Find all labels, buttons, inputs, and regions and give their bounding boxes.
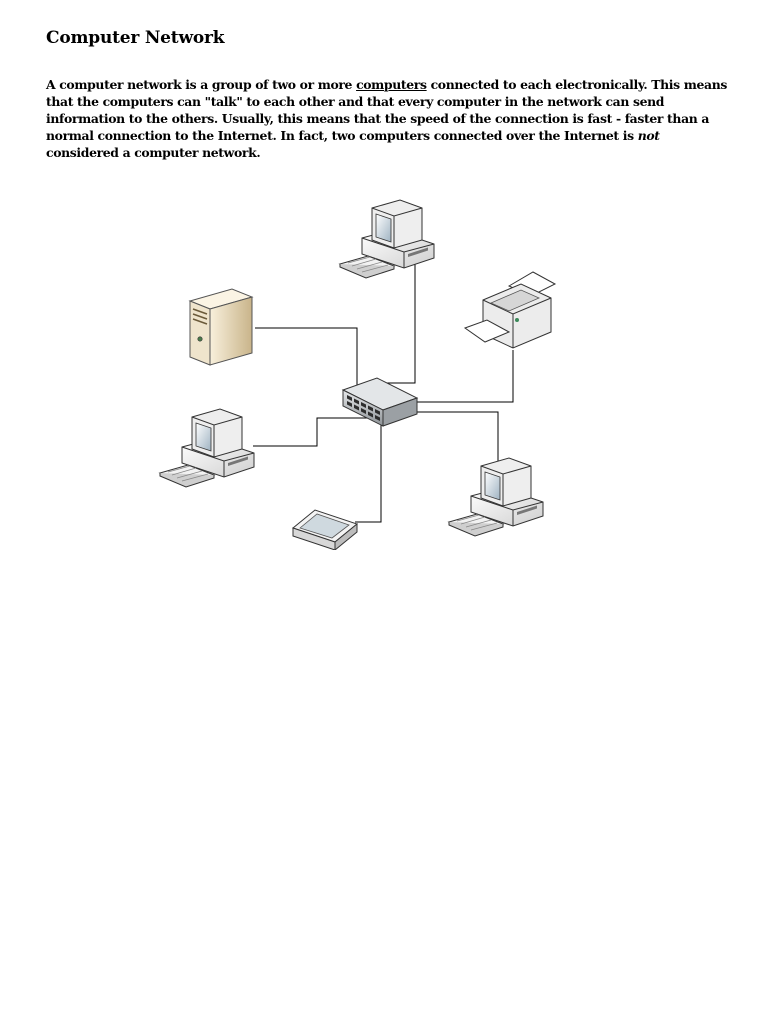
- network-diagram: [155, 190, 565, 550]
- computers-link[interactable]: computers: [356, 77, 427, 92]
- intro-paragraph: A computer network is a group of two or …: [46, 76, 736, 161]
- network-switch-icon: [341, 377, 419, 427]
- paragraph-text-3: considered a computer network.: [46, 145, 261, 160]
- scanner-icon: [291, 509, 359, 550]
- page-title: Computer Network: [46, 28, 225, 48]
- emphasis-not: not: [637, 128, 660, 143]
- paragraph-text-1: A computer network is a group of two or …: [46, 77, 357, 92]
- workstation-top-icon: [339, 199, 435, 279]
- workstation-left-icon: [159, 408, 255, 488]
- server-icon: [188, 288, 254, 366]
- printer-icon: [463, 271, 557, 349]
- paragraph-text-2: connected to each electronically. This m…: [46, 77, 727, 143]
- network-diagram-svg: [159, 199, 557, 550]
- connection-lines: [253, 252, 514, 523]
- workstation-right-icon: [448, 457, 544, 537]
